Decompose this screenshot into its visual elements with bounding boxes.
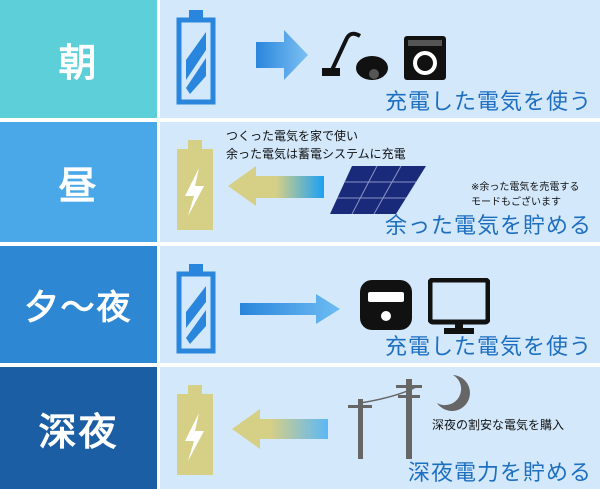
panel: 充電した電気を使う [160,246,600,363]
solar-panel-icon [330,166,426,214]
caption: 充電した電気を使う [384,90,592,115]
row-late-night: 深夜 深夜の割安な電気を購入 深夜電力を貯める [0,367,600,489]
panel: 深夜の割安な電気を購入 深夜電力を貯める [160,367,600,489]
time-label: 深夜 [0,367,157,489]
row-evening: 夕～夜 充電した電気を使う [0,246,600,363]
rice-cooker-icon [360,280,412,330]
caption: 充電した電気を使う [384,335,592,360]
caption: 余った電気を貯める [384,214,592,239]
panel: 充電した電気を使う [160,0,600,118]
time-label: 昼 [0,122,157,242]
description-line: つくった電気を家で使い [226,129,359,143]
time-label: 朝 [0,0,157,118]
row-daytime: 昼 つくった電気を家で使い 余った電気は蓄電システムに充電 ※余った電気を売電す… [0,122,600,242]
battery-icon [176,264,216,354]
battery-charging-icon [177,140,213,230]
caption: 深夜電力を貯める [407,461,592,486]
time-label: 夕～夜 [0,246,157,363]
description: 深夜の割安な電気を購入 [432,418,565,432]
washing-machine-icon [404,36,446,80]
monitor-icon [428,278,490,334]
arrow-left-icon [228,166,324,206]
description-line: 余った電気は蓄電システムに充電 [226,147,406,161]
panel: つくった電気を家で使い 余った電気は蓄電システムに充電 ※余った電気を売電する … [160,122,600,242]
battery-charging-icon [177,385,213,475]
row-morning: 朝 充電した電気を使う [0,0,600,118]
arrow-right-icon [256,30,308,80]
utility-pole-icon [348,379,422,459]
footnote-line: ※余った電気を売電する [471,182,580,193]
arrow-left-icon [232,409,328,449]
arrow-right-icon [240,294,340,324]
vacuum-cleaner-icon [322,31,388,80]
moon-icon [437,375,470,411]
footnote-line: モードもございます [471,197,561,208]
battery-icon [176,10,216,105]
